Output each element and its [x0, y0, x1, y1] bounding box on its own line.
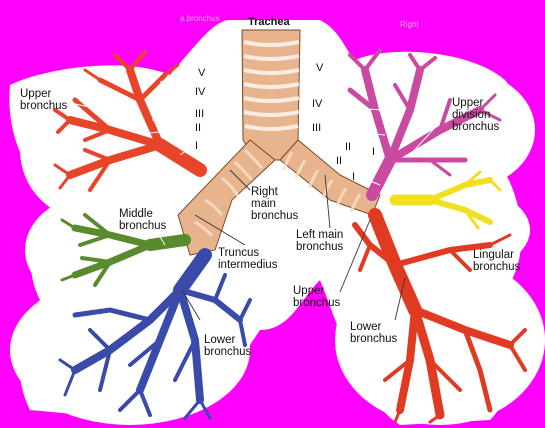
left-segment-iv: IV [312, 98, 322, 110]
trachea-label: Trachea [248, 16, 290, 28]
label-line: bronchus [473, 261, 520, 273]
label-line: bronchus [204, 346, 251, 358]
truncus-intermedius-label: Truncus intermedius [218, 247, 277, 271]
right-segment-iv: IV [195, 86, 205, 98]
faint-text-top-right: Right [400, 20, 419, 29]
label-line: Right [251, 186, 298, 198]
left-main-bronchus-label: Left main bronchus [296, 229, 343, 253]
label-line: main [251, 198, 298, 210]
right-segment-i: I [195, 140, 198, 152]
label-line: Lower [204, 334, 251, 346]
label-line: bronchus [20, 100, 67, 112]
right-main-bronchus-label: Right main bronchus [251, 186, 298, 222]
left-upper-bronchus-label: Upper bronchus [293, 285, 340, 309]
label-line: Left main [296, 229, 343, 241]
label-line: intermedius [218, 259, 277, 271]
left-segment-v: V [316, 62, 323, 74]
label-line: Middle [119, 208, 166, 220]
left-segment-ii-lower: II [336, 155, 342, 167]
right-segment-iii: III [195, 108, 204, 120]
right-upper-bronchus-label: Upper bronchus [20, 88, 67, 112]
left-segment-ii: II [345, 141, 351, 153]
left-lower-bronchus-label: Lower bronchus [350, 321, 397, 345]
upper-division-bronchus-label: Upper division bronchus [452, 97, 499, 133]
label-line: Upper [293, 285, 340, 297]
label-line: bronchus [119, 220, 166, 232]
label-line: division [452, 109, 499, 121]
middle-bronchus-label: Middle bronchus [119, 208, 166, 232]
label-line: bronchus [452, 121, 499, 133]
label-line: Truncus [218, 247, 277, 259]
label-line: Lingular [473, 249, 520, 261]
right-segment-v: V [198, 67, 205, 79]
label-line: bronchus [293, 297, 340, 309]
label-line: Upper [20, 88, 67, 100]
label-line: Upper [452, 97, 499, 109]
label-line: bronchus [251, 210, 298, 222]
right-lower-bronchus-label: Lower bronchus [204, 334, 251, 358]
label-line: bronchus [296, 241, 343, 253]
lingular-bronchus-label: Lingular bronchus [473, 249, 520, 273]
faint-text-top-left: a.bronchus [180, 14, 220, 23]
left-segment-iii: III [312, 122, 321, 134]
left-segment-i-lower: I [352, 171, 355, 183]
label-line: bronchus [350, 333, 397, 345]
right-segment-ii: II [195, 122, 201, 134]
left-segment-i-upper: I [372, 146, 375, 158]
label-line: Lower [350, 321, 397, 333]
